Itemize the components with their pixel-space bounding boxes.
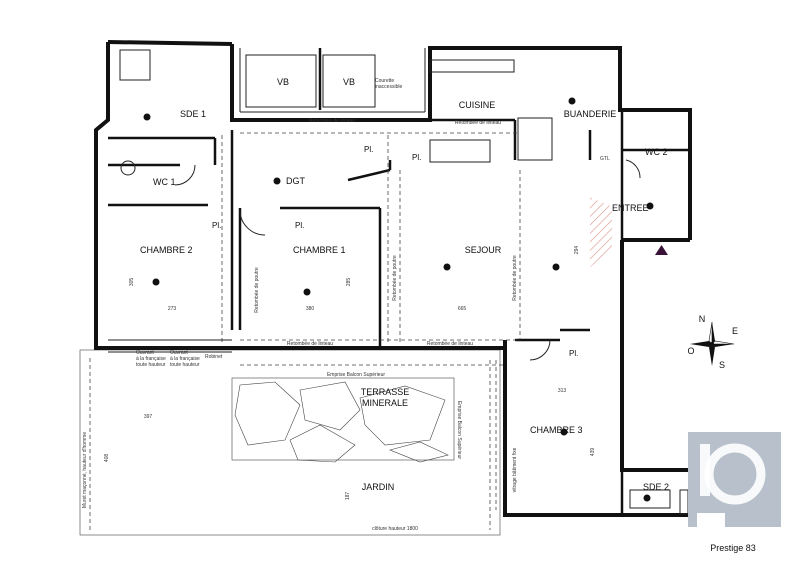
sde2-label: SDE 2 [643,482,669,492]
gtl-label: GTL [600,156,610,162]
light-icon [152,278,160,286]
o-label: O [687,346,694,356]
d-665-label: 665 [458,306,467,312]
compass-rose-icon [690,321,735,366]
d-313-label: 313 [558,388,567,394]
d-408-label: 408 [104,454,110,463]
pl3-label: Pl. [364,145,373,154]
retombee-poutre-3-label: Retombée de poutre [512,255,518,301]
light-icon [560,428,568,436]
sejour-label: SEJOUR [465,245,502,255]
light-icon [646,202,654,210]
light-icon [303,288,311,296]
pl4-label: Pl. [412,153,421,162]
e-label: E [732,326,738,336]
jardin-label: JARDIN [362,482,395,492]
d-187-label: 187 [345,492,351,501]
terrace-paving [231,377,455,463]
cuisine-label: CUISINE [459,100,496,110]
wc2-label: WC 2 [645,147,668,157]
retombee-poutre-1-label: Retombée de poutre [254,267,260,313]
retombee-linteau-4-label: Retombée de linteau [455,120,501,126]
vb1-label: VB [277,77,289,87]
d-294-label: 294 [574,246,580,255]
chambre1-label: CHAMBRE 1 [293,245,346,255]
emprise-balcon-v-label: Emprise Balcon Supérieur [456,401,462,459]
s-label: S [719,360,725,370]
d-273-label: 273 [168,306,177,312]
interior-walls [108,48,690,515]
name-label: Prestige 83 [710,543,756,553]
d-397-label: 397 [144,414,153,420]
wc1-label: WC 1 [153,177,176,187]
light-icon [273,177,281,185]
entry-arrow-icon [655,245,668,255]
light-fixtures [143,97,654,502]
vitrage-label: vitrage bâtiment fixe [512,447,518,492]
cloture-label: clôture hauteur 1800 [372,526,418,532]
chambre3-label: CHAMBRE 3 [530,425,583,435]
retombee-linteau-3-label: Retombée de linteau [309,118,355,124]
vb2-label: VB [343,77,355,87]
light-icon [143,113,151,121]
light-icon [643,494,651,502]
chambre2-label: CHAMBRE 2 [140,245,193,255]
n-label: N [699,314,706,324]
light-icon [568,97,576,105]
mur-label: Muret maçonné, hauteur d'homme [82,432,88,508]
d-380-label: 380 [306,306,315,312]
prestige-logo [688,432,781,527]
outer-walls [94,40,692,517]
robinet-label: Robinet [205,354,223,360]
emprise-balcon-label: Emprise Balcon Supérieur [327,372,385,378]
light-icon [443,263,451,271]
entree-label: ENTREE [612,203,649,213]
pl1-label: Pl. [212,221,221,230]
pl2-label: Pl. [295,221,304,230]
d-439-label: 439 [590,448,596,457]
pl5-label: Pl. [569,349,578,358]
d-285-label: 285 [346,278,352,287]
retombee-linteau-2-label: Retombée de linteau [427,341,473,347]
d-305-label: 305 [129,278,135,287]
structure-lines [108,48,689,515]
buanderie-label: BUANDERIE [564,109,617,119]
light-icon [552,263,560,271]
retombee-linteau-1-label: Retombée de linteau [287,341,333,347]
sde1-label: SDE 1 [180,109,206,119]
dgt-label: DGT [286,176,306,186]
retombee-poutre-2-label: Retombée de poutre [392,255,398,301]
